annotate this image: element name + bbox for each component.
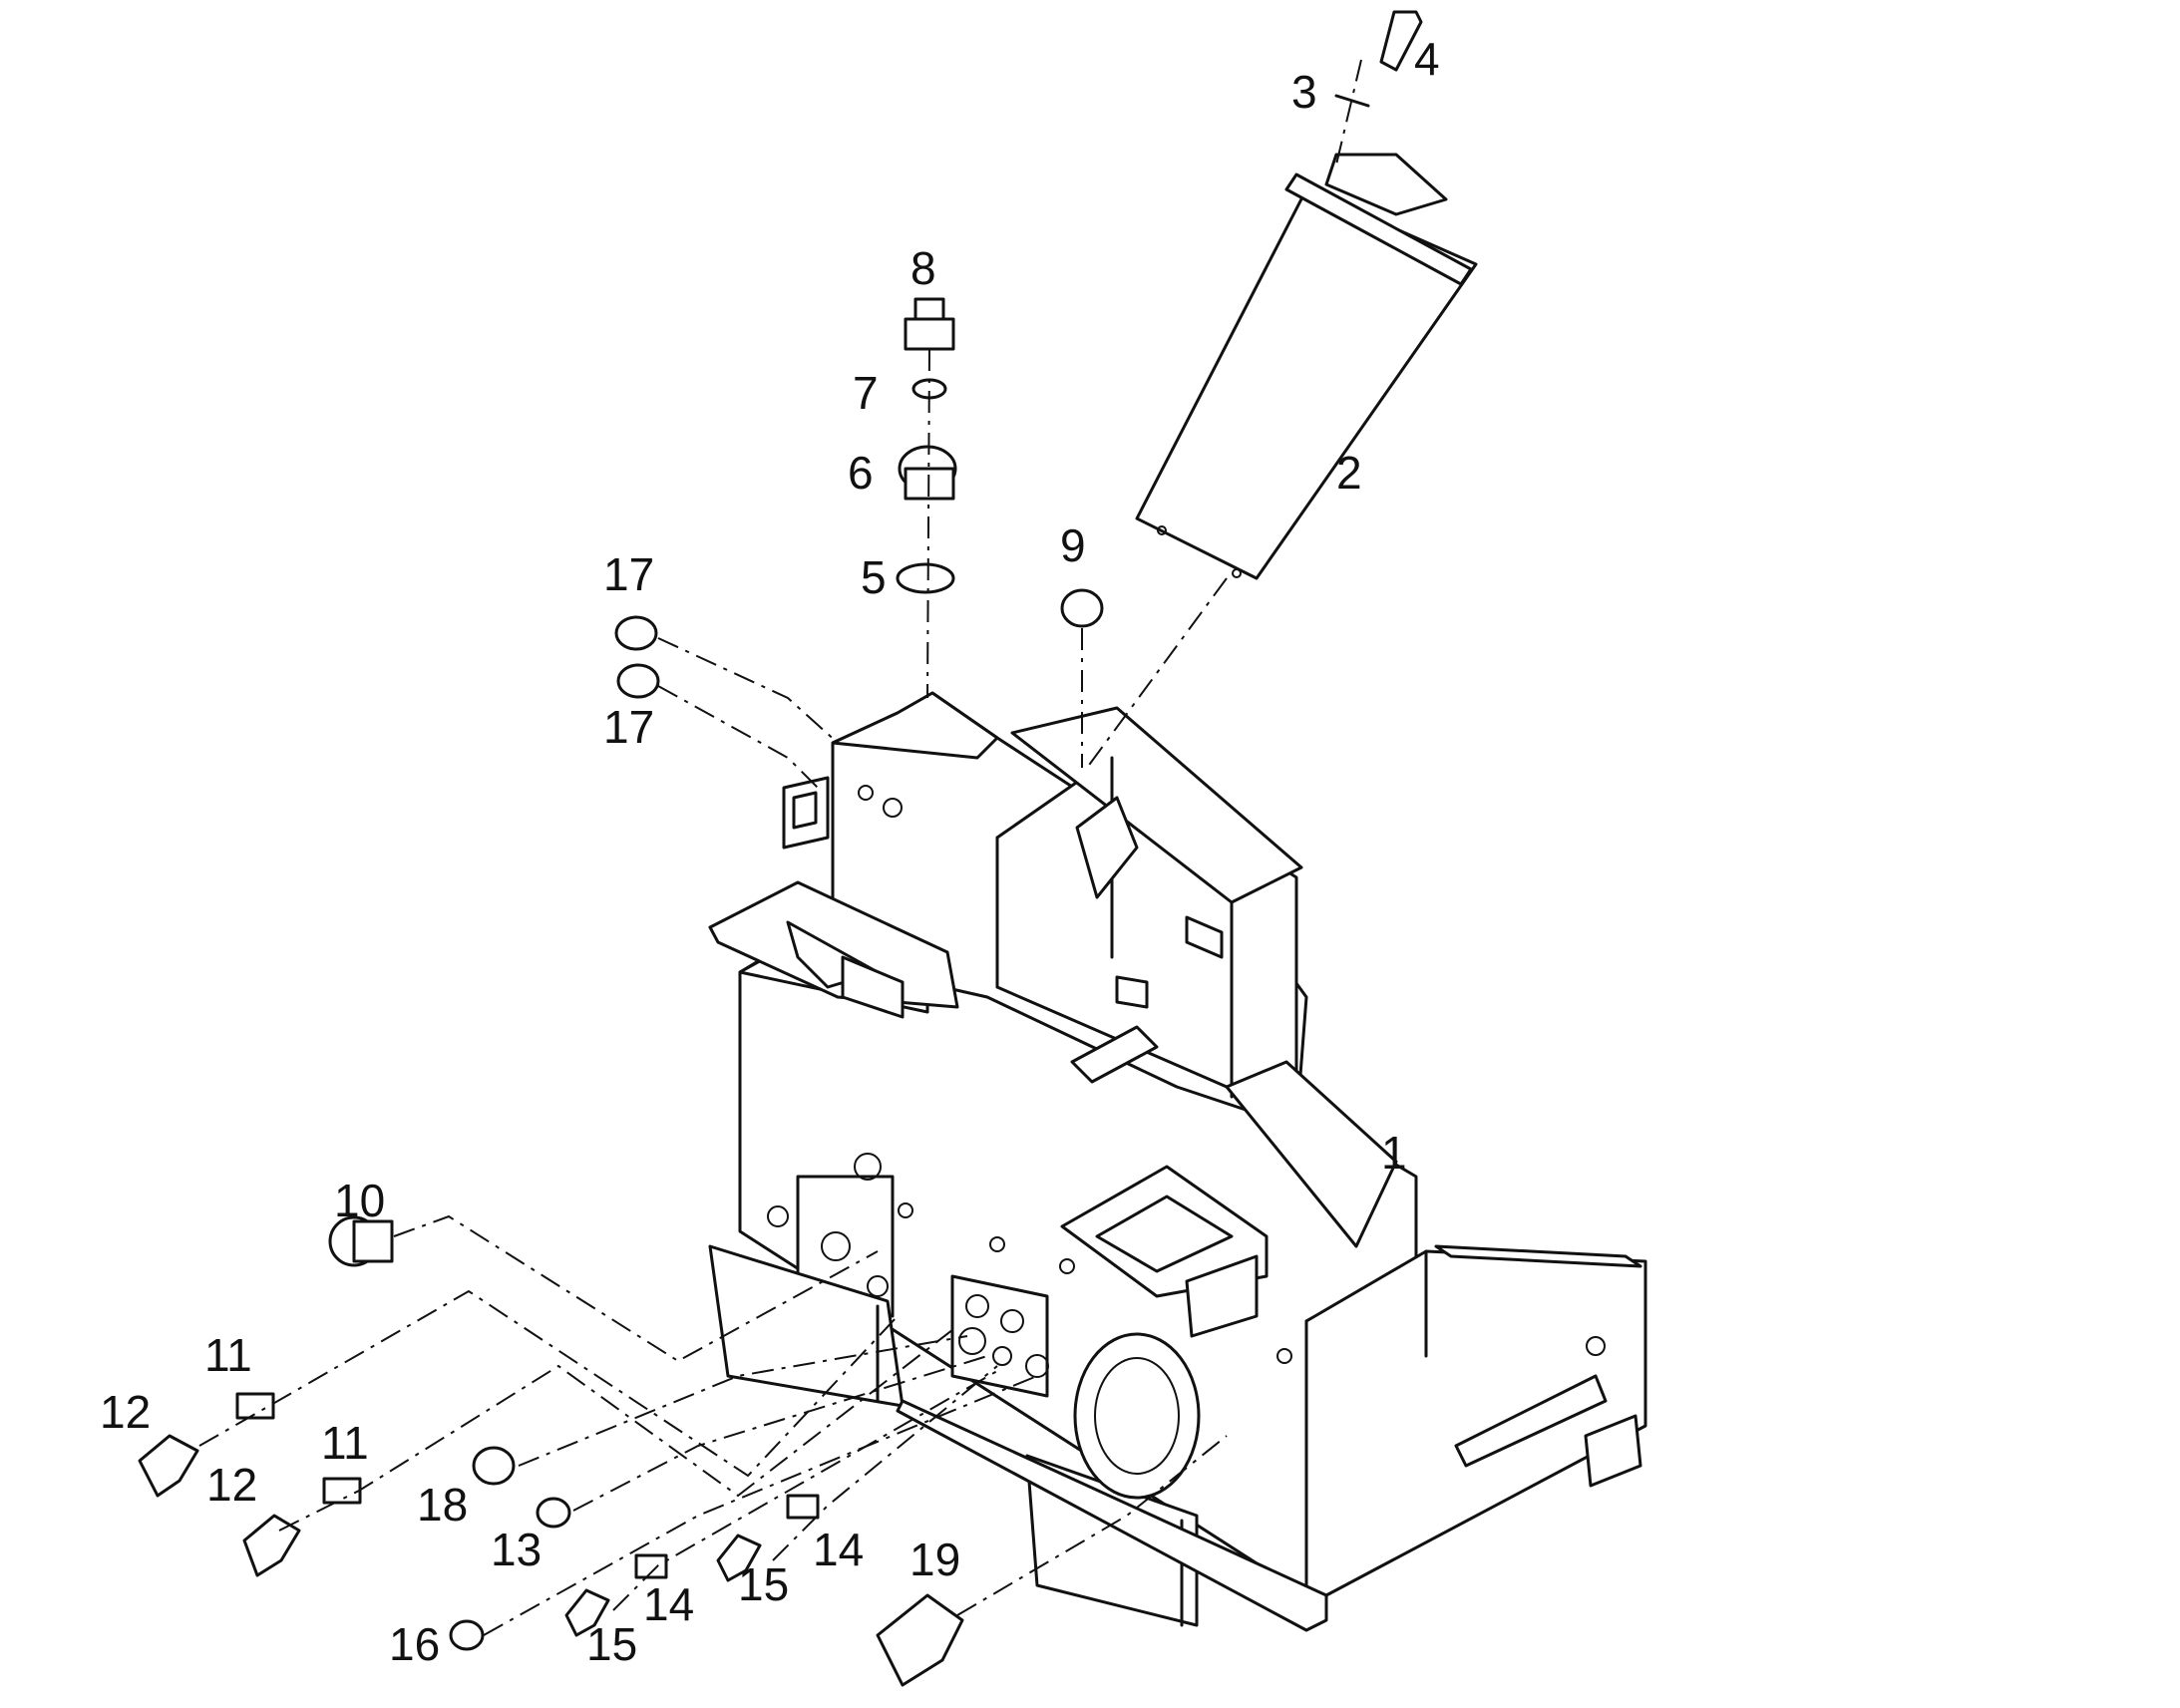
callout-label: 5 — [861, 551, 887, 603]
bolt — [1379, 10, 1423, 72]
callout-label: 4 — [1414, 33, 1440, 85]
callout-label: 11 — [204, 1329, 252, 1381]
callout-label: 7 — [853, 367, 879, 419]
o-ring-large — [896, 562, 955, 594]
nipple-lower — [322, 1477, 362, 1505]
plug-13 — [536, 1497, 571, 1529]
drain-plug-top — [1060, 588, 1104, 628]
callout-label: 10 — [334, 1175, 385, 1226]
elbow-15-left — [564, 1588, 610, 1637]
callout-label: 17 — [603, 548, 654, 600]
callout-label: 18 — [417, 1479, 468, 1531]
callout-label: 6 — [848, 447, 874, 499]
filler-adapter — [898, 445, 957, 501]
filter-tube — [1135, 153, 1478, 580]
large-fitting — [328, 1215, 394, 1267]
callout-label: 16 — [389, 1618, 440, 1670]
callout-label: 12 — [206, 1459, 257, 1511]
callout-label: 12 — [100, 1386, 151, 1438]
elbow-15-right — [716, 1534, 762, 1582]
nipple-14-left — [634, 1553, 668, 1579]
callout-label: 19 — [909, 1534, 960, 1585]
callout-label: 17 — [603, 701, 654, 753]
callout-label: 2 — [1336, 447, 1362, 499]
washer — [1334, 94, 1370, 108]
plug-18 — [472, 1446, 516, 1486]
blanking-plugs — [614, 615, 660, 699]
nipple-14-right — [786, 1494, 820, 1520]
callout-label: 3 — [1291, 66, 1317, 118]
plug-16 — [449, 1619, 485, 1651]
callout-label: 14 — [643, 1578, 694, 1630]
nipple-upper — [235, 1392, 275, 1420]
callout-label: 1 — [1381, 1127, 1407, 1179]
elbow-upper — [138, 1434, 199, 1498]
vent-plug — [904, 297, 955, 351]
callout-label: 14 — [813, 1524, 864, 1575]
callout-label: 8 — [910, 242, 936, 294]
elbow-lower — [242, 1514, 301, 1577]
callout-label: 11 — [321, 1417, 369, 1469]
callout-label: 15 — [586, 1618, 637, 1670]
callout-label: 13 — [491, 1524, 542, 1575]
callout-label: 9 — [1060, 519, 1086, 571]
main-frame — [708, 691, 1647, 1632]
callouts: 1 2 3 4 5 6 7 8 9 10 11 11 12 12 13 14 1… — [100, 33, 1440, 1670]
leader-lines — [198, 59, 1362, 1636]
large-elbow — [876, 1593, 964, 1687]
callout-label: 15 — [738, 1558, 789, 1610]
